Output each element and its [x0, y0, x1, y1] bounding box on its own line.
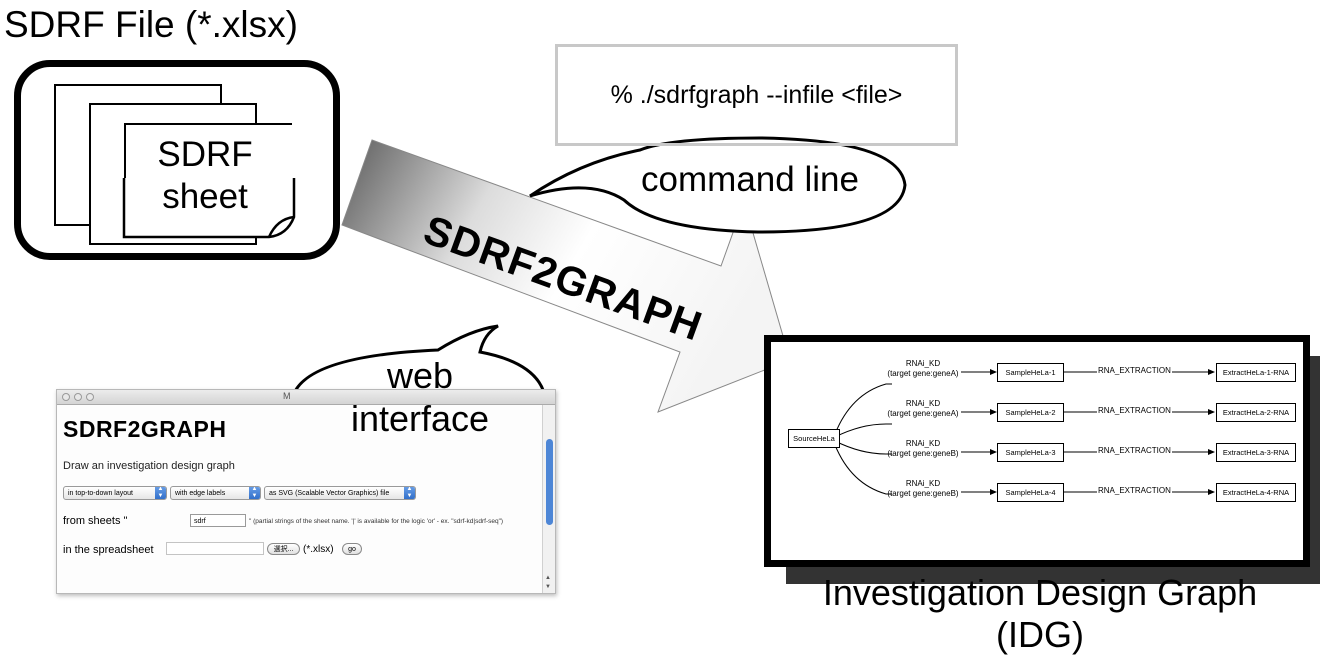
web-interface-label: web interface	[300, 354, 540, 440]
window-title: M	[283, 391, 291, 401]
edge-label-line1: RNAi_KD	[905, 479, 941, 488]
zoom-window-icon[interactable]	[86, 393, 94, 401]
sample-node: SampleHeLa-1	[997, 363, 1064, 382]
command-line-label: command line	[641, 160, 859, 199]
process-label: RNA_EXTRACTION	[1097, 486, 1172, 495]
sample-node: SampleHeLa-4	[997, 483, 1064, 502]
graph-caption-line2: (IDG)	[996, 614, 1084, 655]
edge-label-line2: (target gene:geneB)	[887, 449, 959, 458]
process-label: RNA_EXTRACTION	[1097, 406, 1172, 415]
command-line-bubble-shape	[529, 136, 907, 234]
sample-node: SampleHeLa-2	[997, 403, 1064, 422]
process-label: RNA_EXTRACTION	[1097, 366, 1172, 375]
output-format-select[interactable]: as SVG (Scalable Vector Graphics) file ▲…	[264, 486, 416, 500]
go-button[interactable]: go	[342, 543, 362, 555]
minimize-window-icon[interactable]	[74, 393, 82, 401]
source-node: SourceHeLa	[788, 429, 840, 448]
scrollbar-thumb[interactable]	[546, 439, 553, 525]
scroll-up-icon[interactable]: ▲	[545, 575, 551, 581]
chevron-updown-icon: ▲▼	[249, 487, 260, 499]
sdrf2graph-arrow-shape	[341, 139, 791, 413]
edge-label: RNAi_KD (target gene:geneA)	[883, 359, 963, 379]
web-label-line1: web	[386, 355, 454, 396]
sdrf-sheet-label: SDRF sheet	[140, 134, 270, 218]
sheet-name-note: " (partial strings of the sheet name. '|…	[249, 518, 504, 525]
edge-label-line1: RNAi_KD	[905, 359, 941, 368]
scroll-down-icon[interactable]: ▼	[545, 584, 551, 590]
web-page-heading: SDRF2GRAPH	[63, 416, 227, 442]
sheet-label-line2: sheet	[162, 177, 248, 216]
edge-labels-select[interactable]: with edge labels ▲▼	[170, 486, 261, 500]
sdrf-file-container	[14, 60, 340, 260]
chevron-updown-icon: ▲▼	[155, 487, 166, 499]
investigation-design-graph: SourceHeLa RNAi_KD (target gene:geneA) R…	[764, 335, 1310, 567]
extract-node: ExtractHeLa-1-RNA	[1216, 363, 1296, 382]
edge-label-line1: RNAi_KD	[905, 399, 941, 408]
close-window-icon[interactable]	[62, 393, 70, 401]
choose-file-button[interactable]: 選択...	[267, 543, 300, 555]
command-box: % ./sdrfgraph --infile <file>	[555, 44, 958, 146]
extract-node: ExtractHeLa-2-RNA	[1216, 403, 1296, 422]
sheet-label-line1: SDRF	[157, 135, 253, 174]
edge-label-line1: RNAi_KD	[905, 439, 941, 448]
graph-caption-line1: Investigation Design Graph	[822, 572, 1258, 613]
xlsx-hint: (*.xlsx)	[303, 544, 334, 555]
web-label-line2: interface	[350, 398, 490, 439]
graph-caption: Investigation Design Graph (IDG)	[740, 572, 1329, 656]
vertical-scrollbar[interactable]: ▲ ▼	[542, 405, 555, 593]
edge-label-line2: (target gene:geneA)	[887, 409, 959, 418]
extract-node: ExtractHeLa-3-RNA	[1216, 443, 1296, 462]
sheet-name-input[interactable]: sdrf	[190, 514, 246, 527]
output-format-select-value: as SVG (Scalable Vector Graphics) file	[269, 490, 390, 497]
process-label: RNA_EXTRACTION	[1097, 446, 1172, 455]
layout-select-value: in top-to-down layout	[68, 490, 133, 497]
command-text: % ./sdrfgraph --infile <file>	[610, 80, 903, 109]
web-page-description: Draw an investigation design graph	[63, 460, 235, 472]
extract-node: ExtractHeLa-4-RNA	[1216, 483, 1296, 502]
edge-label: RNAi_KD (target gene:geneB)	[883, 479, 963, 499]
window-titlebar: M	[57, 390, 555, 405]
web-interface-window: M SDRF2GRAPH Draw an investigation desig…	[56, 389, 556, 594]
edge-label: RNAi_KD (target gene:geneB)	[883, 439, 963, 459]
chevron-updown-icon: ▲▼	[404, 487, 415, 499]
spreadsheet-label: in the spreadsheet	[63, 544, 154, 556]
sdrf-file-title: SDRF File (*.xlsx)	[4, 4, 298, 45]
edge-label: RNAi_KD (target gene:geneA)	[883, 399, 963, 419]
file-path-field[interactable]	[166, 542, 264, 555]
sheet-front-curl	[122, 178, 296, 239]
edge-label-line2: (target gene:geneB)	[887, 489, 959, 498]
sample-node: SampleHeLa-3	[997, 443, 1064, 462]
from-sheets-label: from sheets "	[63, 515, 128, 527]
edge-label-line2: (target gene:geneA)	[887, 369, 959, 378]
edge-labels-select-value: with edge labels	[175, 490, 226, 497]
layout-select[interactable]: in top-to-down layout ▲▼	[63, 486, 167, 500]
